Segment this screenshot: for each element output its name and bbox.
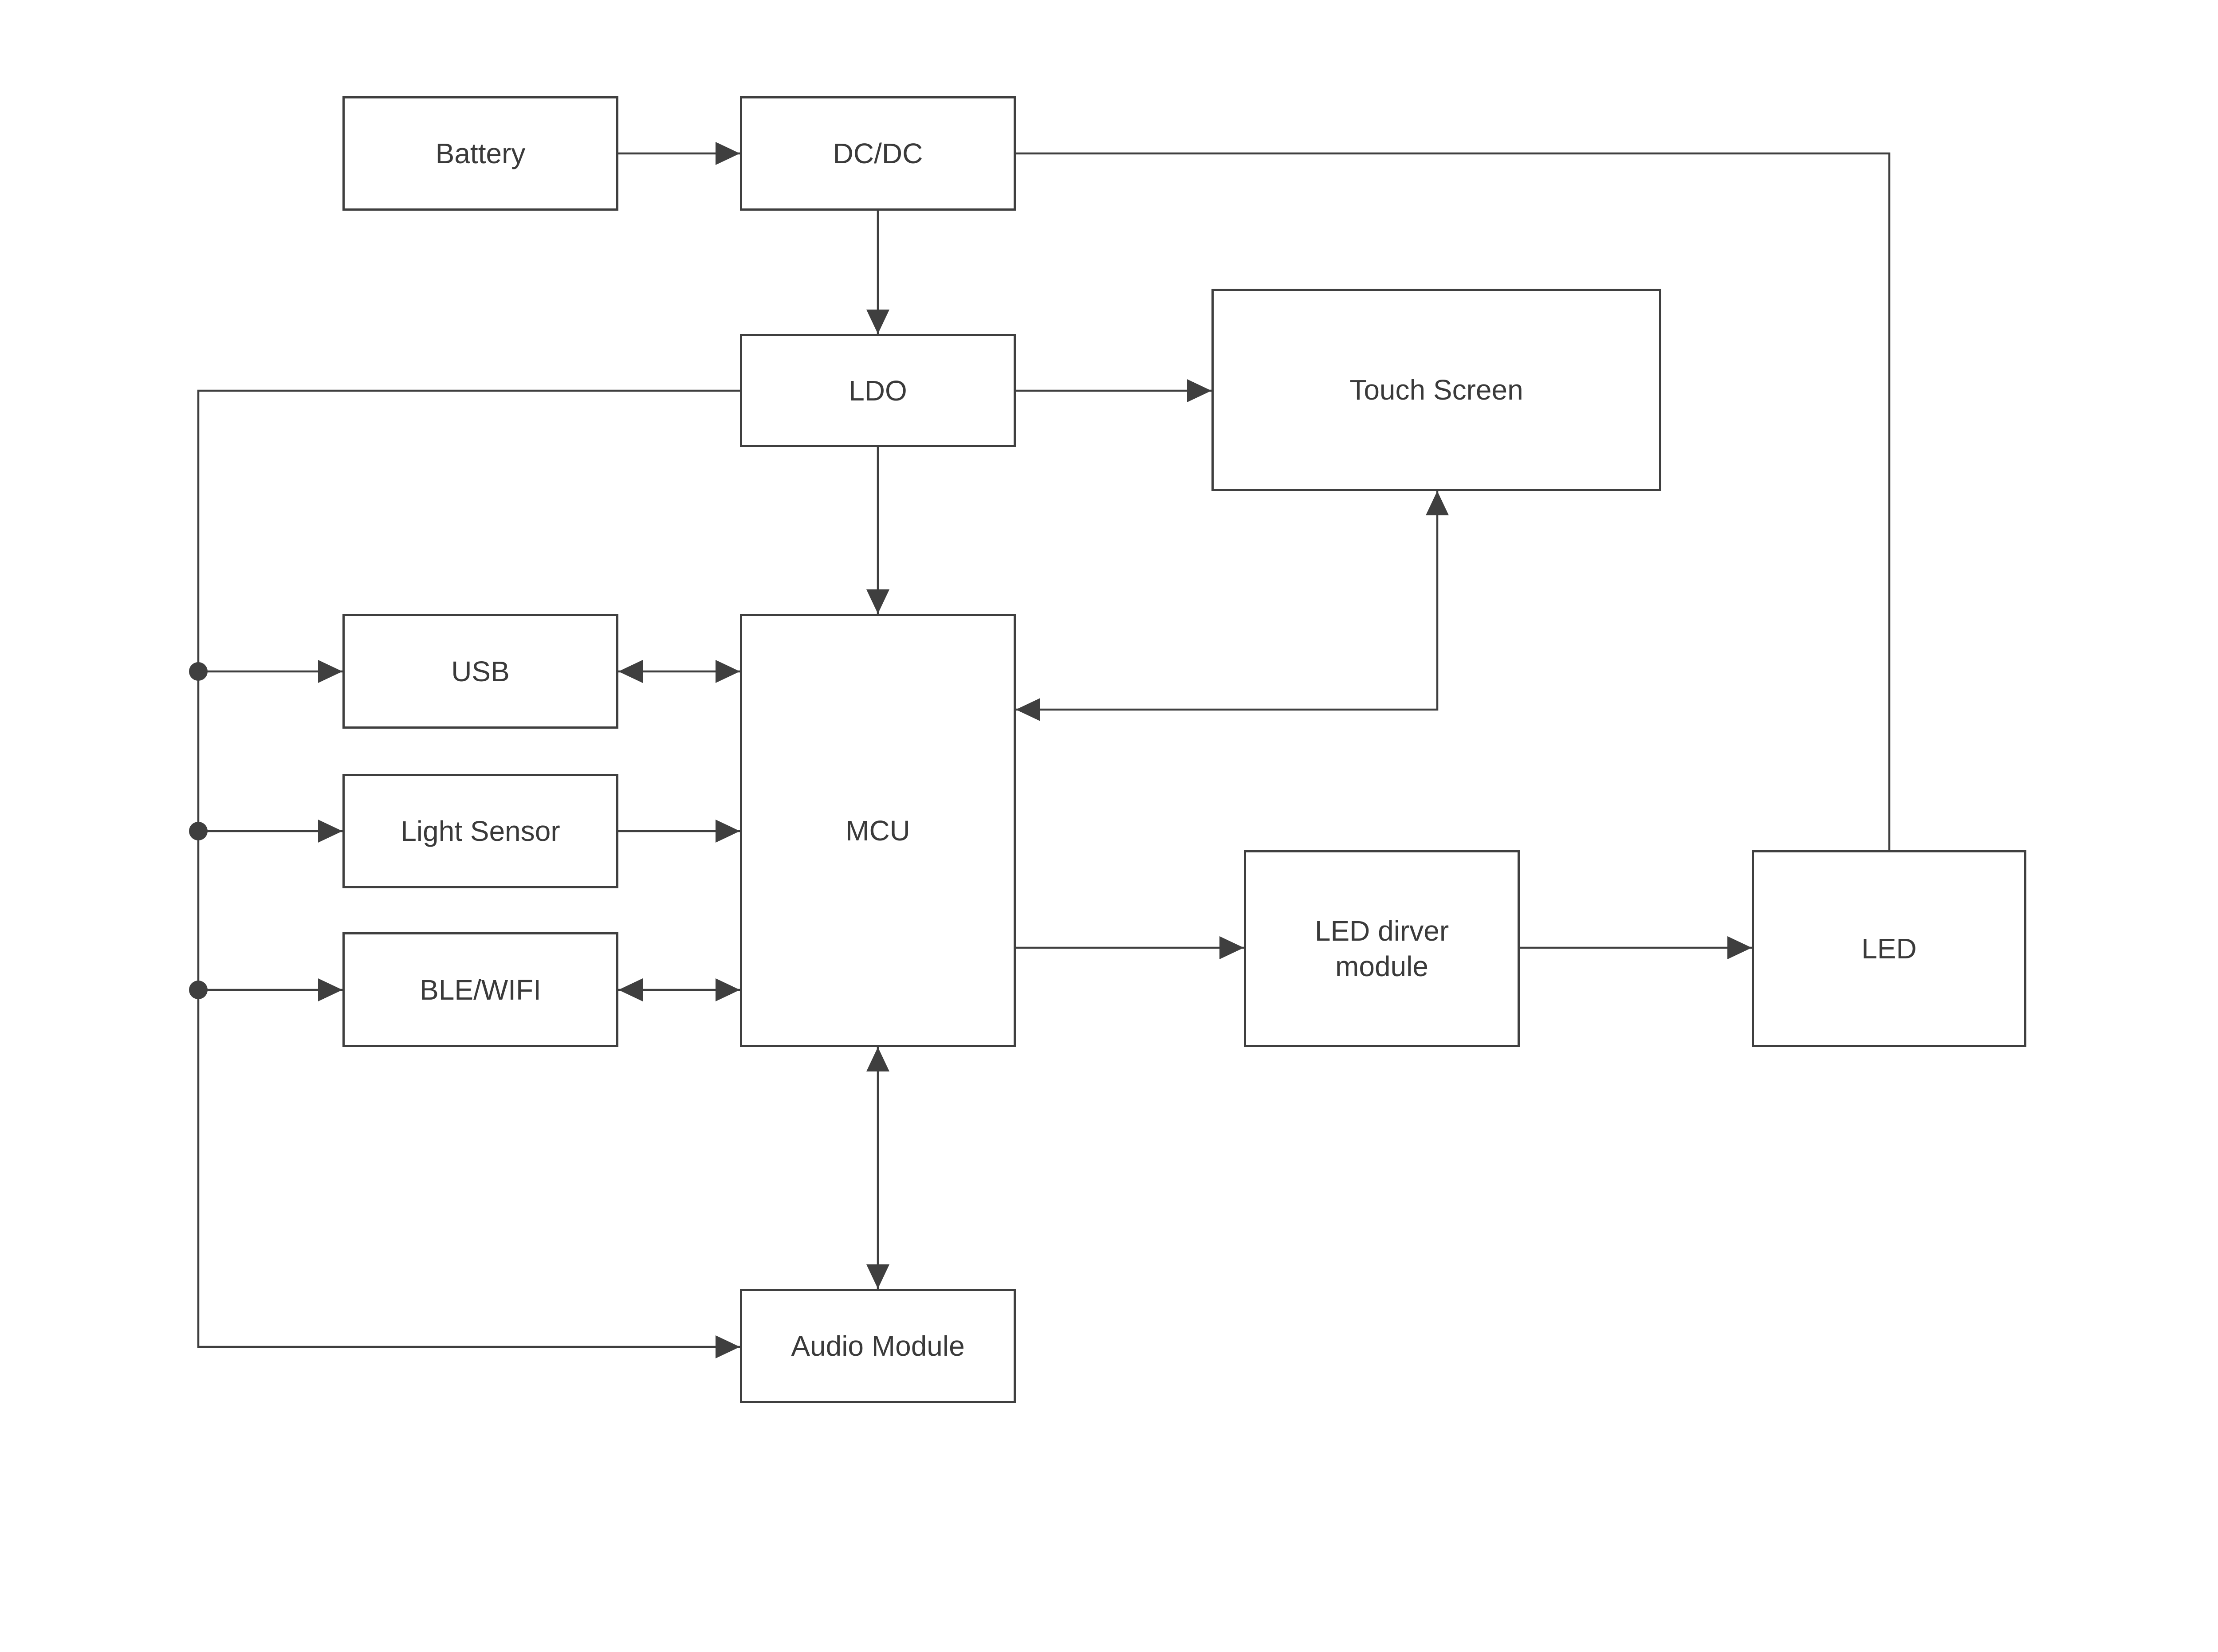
arrowhead-into-led <box>1727 936 1752 959</box>
arrowhead-into-touch-screen <box>1187 379 1211 402</box>
arrowhead-into-dcdc <box>716 142 740 165</box>
arrowhead-into-usb-right <box>618 660 643 683</box>
arrowhead-into-mcu-from-light-sensor <box>716 820 740 843</box>
arrowhead-into-ble-wifi-right <box>618 978 643 1001</box>
edge-touch-screen-mcu <box>1016 491 1439 711</box>
arrowhead-into-mcu-bottom <box>866 1047 889 1071</box>
node-touch-screen: Touch Screen <box>1211 289 1661 491</box>
arrowhead-into-ble-wifi-left <box>318 978 342 1001</box>
node-led-driver-module: LED dirver module <box>1244 850 1520 1047</box>
node-led-label: LED <box>1861 933 1917 965</box>
node-audio-module-label: Audio Module <box>791 1330 965 1362</box>
arrowhead-into-mcu-from-usb <box>716 660 740 683</box>
edge-dcdc-to-led <box>1016 152 1891 850</box>
node-battery-label: Battery <box>435 137 526 169</box>
node-ble-wifi: BLE/WIFI <box>342 932 618 1047</box>
node-dcdc: DC/DC <box>740 96 1016 211</box>
node-touch-screen-label: Touch Screen <box>1349 374 1523 406</box>
node-ldo: LDO <box>740 334 1016 447</box>
node-audio-module: Audio Module <box>740 1289 1016 1403</box>
node-light-sensor-label: Light Sensor <box>401 815 560 847</box>
arrowhead-into-touch-screen-bottom <box>1426 491 1449 515</box>
node-usb: USB <box>342 614 618 729</box>
edge-ldo-power-rail <box>197 389 740 1348</box>
arrowhead-into-mcu-right <box>1016 698 1040 721</box>
node-led-driver-module-label: LED dirver module <box>1314 915 1449 982</box>
arrowhead-into-led-driver <box>1219 936 1244 959</box>
arrowhead-into-audio-module-left <box>716 1335 740 1358</box>
arrowhead-into-usb-left <box>318 660 342 683</box>
node-ble-wifi-label: BLE/WIFI <box>420 973 541 1006</box>
node-battery: Battery <box>342 96 618 211</box>
node-usb-label: USB <box>451 655 510 687</box>
node-led: LED <box>1752 850 2026 1047</box>
node-mcu: MCU <box>740 614 1016 1047</box>
node-dcdc-label: DC/DC <box>833 137 923 169</box>
arrowhead-into-audio-module-top <box>866 1264 889 1289</box>
node-light-sensor: Light Sensor <box>342 774 618 888</box>
node-mcu-label: MCU <box>846 814 910 847</box>
arrowhead-into-light-sensor-left <box>318 820 342 843</box>
arrowhead-into-ldo <box>866 310 889 334</box>
arrowhead-into-mcu-from-ble-wifi <box>716 978 740 1001</box>
node-ldo-label: LDO <box>849 374 907 407</box>
arrowhead-into-mcu-top <box>866 589 889 614</box>
